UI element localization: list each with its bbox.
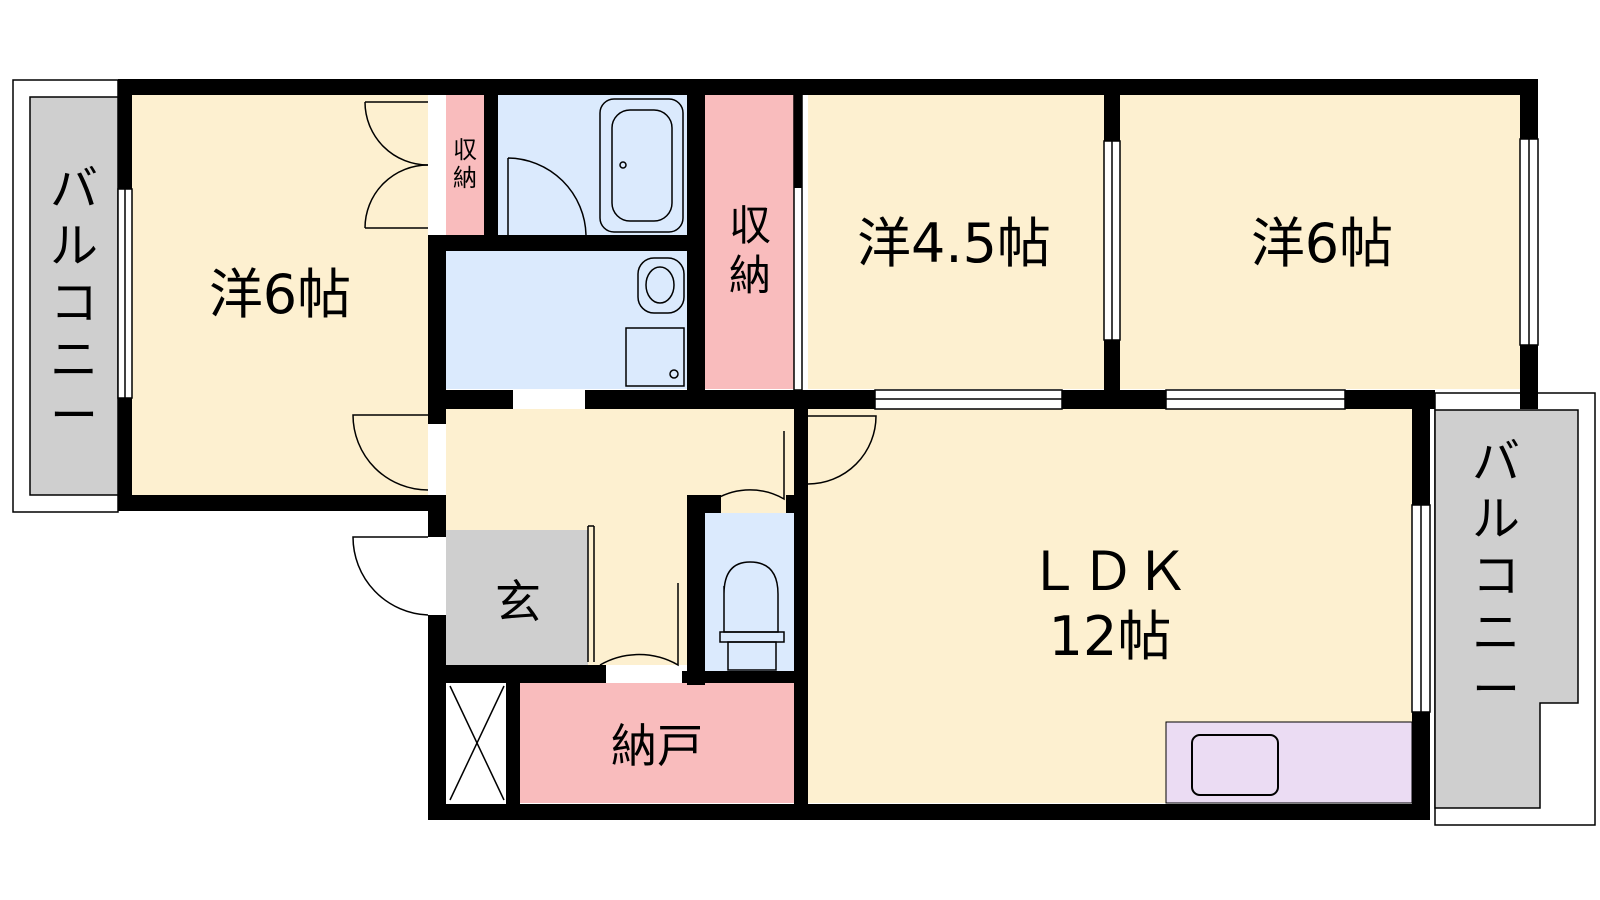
small-closet-label-2: 納 <box>453 164 477 192</box>
balcony-east-char-5: ー <box>1472 662 1520 718</box>
balcony-east-char-1: バ <box>1472 434 1520 490</box>
balcony-west-char-2: ル <box>50 218 98 274</box>
washroom <box>446 251 687 389</box>
closet-label-1: 収 <box>729 201 771 250</box>
bathtub-icon <box>599 98 684 233</box>
balcony-west-char-1: バ <box>50 161 98 217</box>
balcony-east-char-2: ル <box>1472 491 1520 547</box>
balcony-east-char-4: ニ <box>1472 605 1520 661</box>
west-room <box>130 95 428 495</box>
entrance <box>446 530 588 665</box>
closet-label-2: 納 <box>729 251 771 300</box>
balcony-east-char-3: コ <box>1472 548 1520 604</box>
balcony-west <box>12 79 119 513</box>
labels: 洋6帖 洋4.5帖 洋6帖 ＬＤＫ 12帖 収 納 収 納 玄 納戸 バ ル コ… <box>50 136 1520 773</box>
closet <box>705 95 794 389</box>
room-4-5 <box>808 95 1104 389</box>
ldk-size-label: 12帖 <box>1049 605 1172 668</box>
entrance-label: 玄 <box>495 575 541 629</box>
ldk-label: ＬＤＫ <box>1027 540 1189 603</box>
small-closet-label-1: 収 <box>453 136 477 164</box>
west-room-label: 洋6帖 <box>209 263 351 326</box>
toilet <box>705 513 794 671</box>
toilet-icon <box>719 561 785 671</box>
balcony-west-char-5: ー <box>50 388 98 444</box>
small-closet <box>446 95 484 235</box>
east-room-label: 洋6帖 <box>1251 212 1393 275</box>
cabinet-cross <box>449 685 505 801</box>
storeroom-label: 納戸 <box>611 719 703 773</box>
storeroom <box>520 683 794 803</box>
room-4-5-label: 洋4.5帖 <box>857 212 1051 275</box>
washbasin-icon <box>625 257 685 387</box>
east-room <box>1120 95 1520 389</box>
balcony-west-char-4: ニ <box>50 332 98 388</box>
sink-icon <box>1191 734 1279 796</box>
balcony-west-char-3: コ <box>50 275 98 331</box>
walls <box>118 79 1538 820</box>
doors <box>352 101 877 667</box>
balcony-east <box>1434 392 1596 826</box>
windows <box>117 94 1539 713</box>
